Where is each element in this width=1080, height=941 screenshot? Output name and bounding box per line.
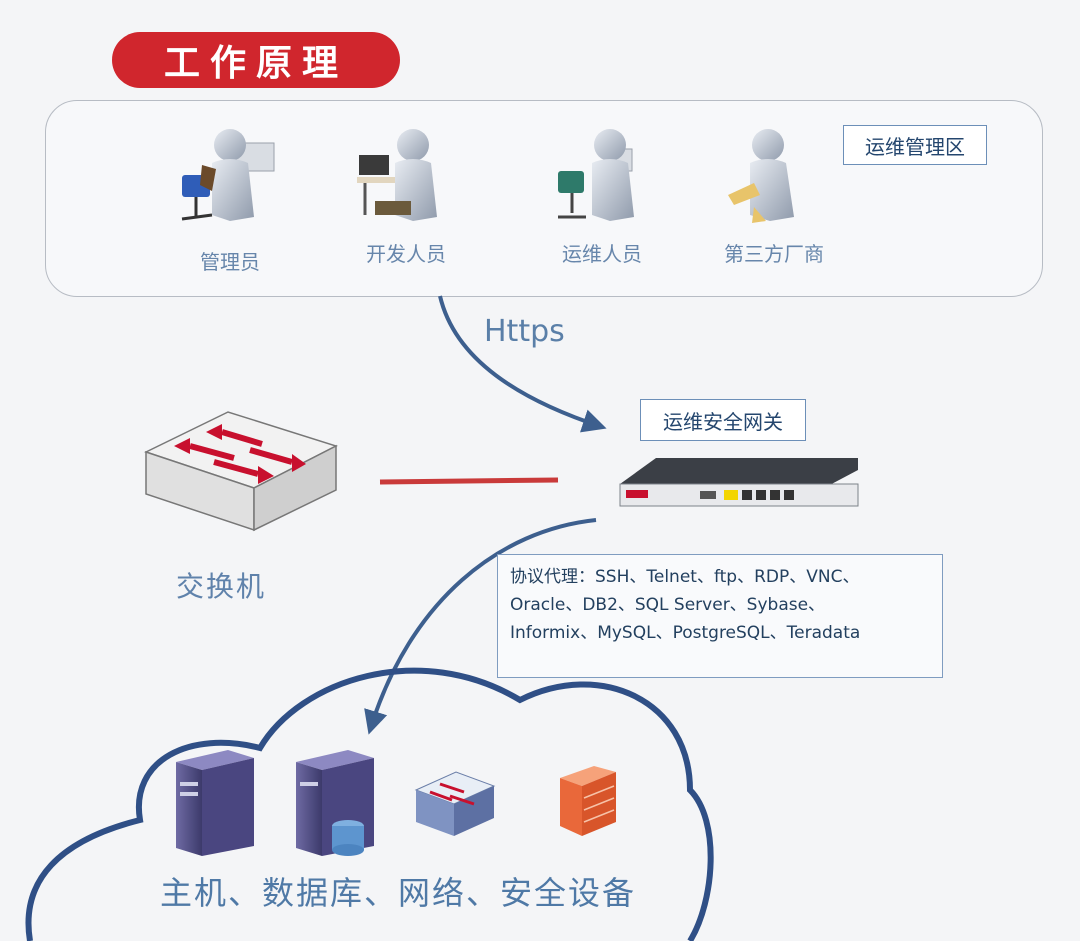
role-label-admin: 管理员 <box>200 250 260 274</box>
vendor-person-icon <box>728 129 794 223</box>
gateway-device-icon <box>619 458 859 507</box>
protocol-proxy-box: 协议代理：SSH、Telnet、ftp、RDP、VNC、 Oracle、DB2、… <box>497 554 943 678</box>
operator-person-icon <box>558 129 634 221</box>
https-arrow <box>438 295 607 433</box>
role-label-operator: 运维人员 <box>562 242 642 266</box>
switch-gateway-link <box>379 477 559 485</box>
resource-caption: 主机、数据库、网络、安全设备 <box>160 874 637 912</box>
switch-label: 交换机 <box>176 570 267 603</box>
resource-cloud <box>25 667 714 941</box>
gateway-to-cloud-arrow <box>364 518 597 735</box>
management-zone-label: 运维管理区 <box>843 125 987 165</box>
role-label-vendor: 第三方厂商 <box>724 242 824 266</box>
database-server-icon <box>296 750 374 856</box>
proxy-line: Informix、MySQL、PostgreSQL、Teradata <box>510 623 861 643</box>
network-switch-icon <box>414 771 496 836</box>
admin-person-icon <box>181 129 275 221</box>
https-label: Https <box>484 314 565 349</box>
host-server-icon <box>176 750 254 856</box>
page-title: 工作原理 <box>112 32 400 88</box>
proxy-line: 协议代理：SSH、Telnet、ftp、RDP、VNC、 <box>510 567 860 587</box>
firewall-icon <box>560 766 616 836</box>
gateway-label: 运维安全网关 <box>640 399 806 441</box>
proxy-line: Oracle、DB2、SQL Server、Sybase、 <box>510 595 826 615</box>
role-label-developer: 开发人员 <box>366 242 446 266</box>
switch-icon <box>144 411 338 532</box>
developer-person-icon <box>357 129 437 221</box>
